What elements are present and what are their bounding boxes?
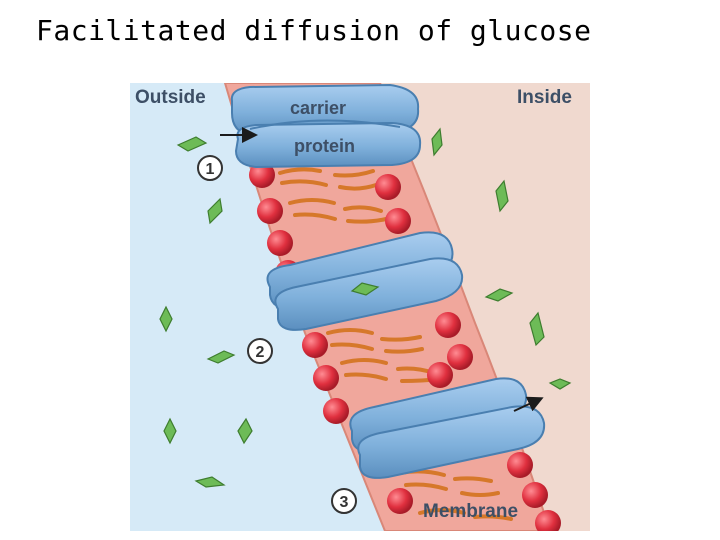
carrier-protein-3 xyxy=(349,377,546,479)
glucose-molecule-icon xyxy=(176,136,208,152)
glucose-molecule-icon xyxy=(350,282,380,296)
phospholipid-heads-inner xyxy=(375,174,561,531)
carrier-protein-1 xyxy=(230,83,422,169)
glucose-molecule-icon xyxy=(237,417,253,445)
facilitated-diffusion-diagram: 1 2 3 Outside Inside carrier protein Mem… xyxy=(130,83,590,531)
carrier-protein-2 xyxy=(266,231,464,331)
glucose-molecule-icon xyxy=(159,305,173,333)
glucose-molecule-icon xyxy=(194,476,226,488)
step-marker-1: 1 xyxy=(197,155,223,181)
protein-label: protein xyxy=(294,136,355,156)
glucose-molecule-icon xyxy=(548,378,572,390)
glucose-molecule-icon xyxy=(484,288,514,302)
step-marker-3: 3 xyxy=(331,488,357,514)
glucose-molecules xyxy=(159,127,572,488)
glucose-molecule-icon xyxy=(529,311,545,347)
svg-text:2: 2 xyxy=(256,344,265,361)
glucose-molecule-icon xyxy=(206,350,236,364)
outside-label: Outside xyxy=(135,87,206,108)
slide-title: Facilitated diffusion of glucose xyxy=(36,14,592,47)
membrane-label: Membrane xyxy=(423,501,518,522)
step-marker-2: 2 xyxy=(247,338,273,364)
inside-label: Inside xyxy=(517,87,572,108)
glucose-molecule-icon xyxy=(495,179,509,213)
glucose-molecule-icon xyxy=(431,127,443,157)
glucose-molecule-icon xyxy=(207,197,223,225)
arrow-icon xyxy=(513,396,544,412)
svg-text:1: 1 xyxy=(206,161,215,178)
diagram-canvas: 1 2 3 Outside Inside carrier protein Mem… xyxy=(130,83,590,531)
carrier-label: carrier xyxy=(290,98,346,118)
glucose-molecule-icon xyxy=(163,417,177,445)
svg-text:3: 3 xyxy=(340,494,349,511)
